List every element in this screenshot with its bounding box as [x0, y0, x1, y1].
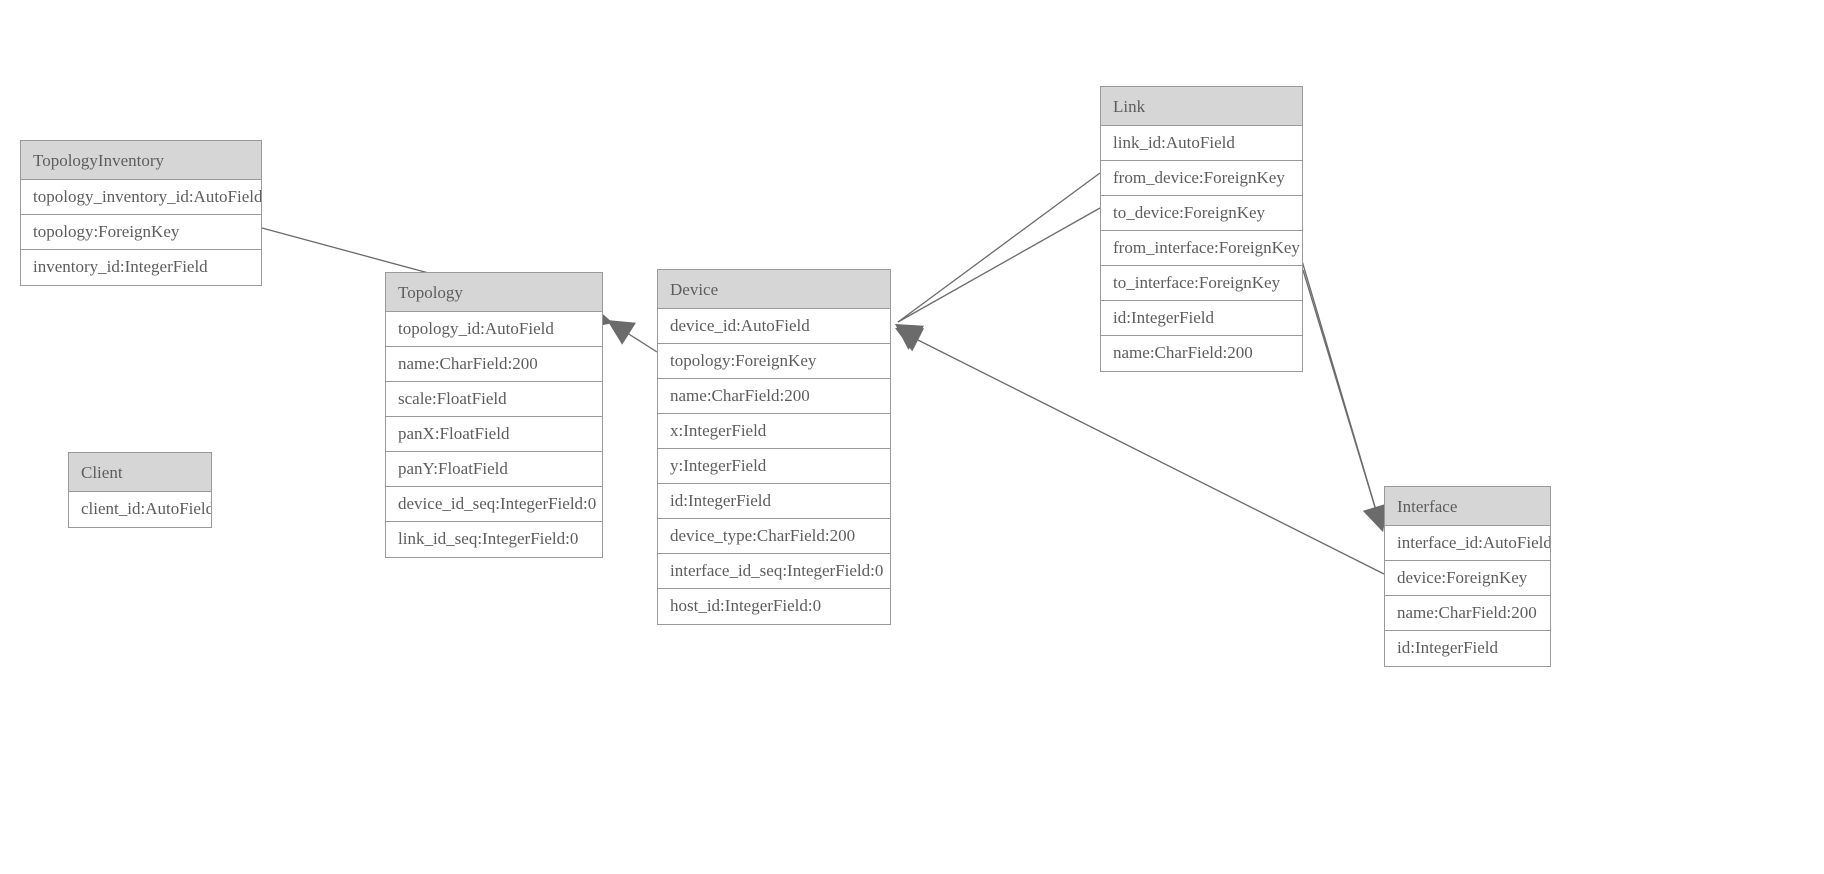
relationship-line [1296, 243, 1382, 528]
entity-title-device: Device [658, 270, 890, 309]
entity-field-row[interactable]: from_device:ForeignKey [1101, 161, 1302, 196]
entity-field-row[interactable]: panY:FloatField [386, 452, 602, 487]
entity-field-row[interactable]: name:CharField:200 [1385, 596, 1550, 631]
entity-field-row[interactable]: topology_id:AutoField [386, 312, 602, 347]
entity-title-interface: Interface [1385, 487, 1550, 526]
entity-field-row[interactable]: to_interface:ForeignKey [1101, 266, 1302, 301]
entity-title-topology: Topology [386, 273, 602, 312]
entity-field-row[interactable]: host_id:IntegerField:0 [658, 589, 890, 624]
entity-field-row[interactable]: panX:FloatField [386, 417, 602, 452]
entity-field-row[interactable]: id:IntegerField [1385, 631, 1550, 666]
entity-field-row[interactable]: topology_inventory_id:AutoField [21, 180, 261, 215]
relationship-arrowhead [895, 324, 924, 350]
entity-field-row[interactable]: topology:ForeignKey [21, 215, 261, 250]
relationship-arrowhead [895, 324, 925, 349]
entity-field-row[interactable]: interface_id_seq:IntegerField:0 [658, 554, 890, 589]
rel-device-topology [607, 320, 658, 353]
entity-field-row[interactable]: name:CharField:200 [386, 347, 602, 382]
entity-field-row[interactable]: link_id:AutoField [1101, 126, 1302, 161]
entity-title-topology_inventory: TopologyInventory [21, 141, 261, 180]
entity-field-row[interactable]: device_type:CharField:200 [658, 519, 890, 554]
entity-title-link: Link [1101, 87, 1302, 126]
rel-link-from-device [895, 172, 1101, 350]
entity-field-row[interactable]: x:IntegerField [658, 414, 890, 449]
rel-link-from-interface [1296, 243, 1388, 532]
rel-link-to-interface [1302, 269, 1388, 532]
relationship-arrowhead [895, 328, 925, 352]
rel-link-to-device [895, 207, 1101, 349]
entity-title-client: Client [69, 453, 211, 492]
entity-field-row[interactable]: to_device:ForeignKey [1101, 196, 1302, 231]
relationship-line [897, 207, 1101, 323]
entity-field-row[interactable]: link_id_seq:IntegerField:0 [386, 522, 602, 557]
entity-field-row[interactable]: device:ForeignKey [1385, 561, 1550, 596]
entity-field-row[interactable]: name:CharField:200 [1101, 336, 1302, 371]
entity-field-row[interactable]: device_id_seq:IntegerField:0 [386, 487, 602, 522]
entity-field-row[interactable]: id:IntegerField [658, 484, 890, 519]
entity-field-row[interactable]: scale:FloatField [386, 382, 602, 417]
entity-field-row[interactable]: device_id:AutoField [658, 309, 890, 344]
entity-field-row[interactable]: inventory_id:IntegerField [21, 250, 261, 285]
entity-field-row[interactable]: interface_id:AutoField [1385, 526, 1550, 561]
entity-field-row[interactable]: id:IntegerField [1101, 301, 1302, 336]
entity-field-row[interactable]: name:CharField:200 [658, 379, 890, 414]
entity-field-row[interactable]: y:IntegerField [658, 449, 890, 484]
entity-field-row[interactable]: topology:ForeignKey [658, 344, 890, 379]
entity-field-row[interactable]: from_interface:ForeignKey [1101, 231, 1302, 266]
entity-field-row[interactable]: client_id:AutoField [69, 492, 211, 527]
relationship-line [1302, 269, 1382, 528]
relationship-line [609, 321, 658, 353]
relationship-line [897, 172, 1101, 323]
relationship-arrowhead [607, 320, 636, 345]
